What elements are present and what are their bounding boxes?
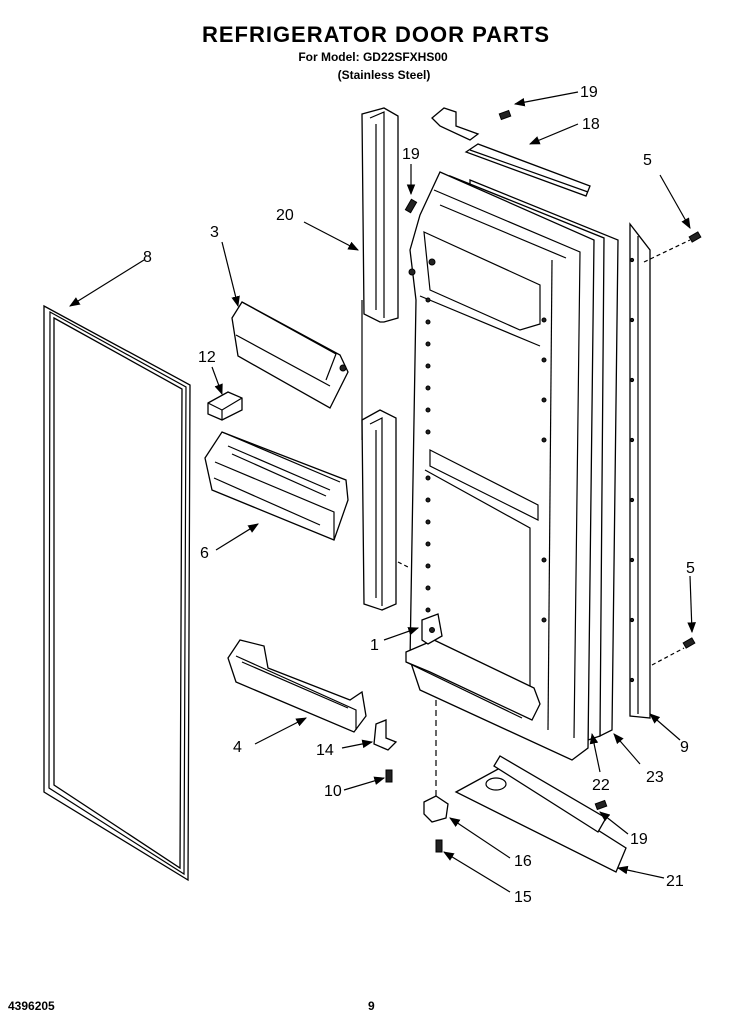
callout-23: 23 <box>646 769 664 786</box>
screw-icon <box>682 637 696 649</box>
hinge-pin <box>373 719 398 751</box>
bottom-hinge-bracket <box>454 755 627 873</box>
leader-lines <box>69 91 696 893</box>
lower-door-shelf <box>227 639 367 733</box>
callout-15: 15 <box>514 889 532 906</box>
callout-8: 8 <box>143 249 152 266</box>
screw-icon <box>688 231 702 243</box>
shelf-cover <box>231 301 349 409</box>
liner-mount-holes <box>425 297 547 623</box>
page-number: 9 <box>368 999 375 1013</box>
diagram-title: REFRIGERATOR DOOR PARTS <box>201 22 551 47</box>
callout-18: 18 <box>582 116 600 133</box>
callout-labels: 19 18 19 5 20 3 8 12 6 5 1 4 14 9 23 22 … <box>143 84 695 906</box>
door-trim-strip <box>361 107 399 611</box>
door-bin <box>204 431 349 541</box>
callout-19-bottom: 19 <box>630 831 648 848</box>
screw-icon <box>498 109 512 121</box>
callout-1: 1 <box>370 637 379 654</box>
callout-19-top: 19 <box>580 84 598 101</box>
callout-6: 6 <box>200 545 209 562</box>
door-handle-trim <box>629 222 651 719</box>
callout-5-bottom: 5 <box>686 560 695 577</box>
callout-19-left: 19 <box>402 146 420 163</box>
callout-16: 16 <box>514 853 532 870</box>
document-number: 4396205 <box>8 999 55 1013</box>
callout-22: 22 <box>592 777 610 794</box>
model-number: For Model: GD22SFXHS00 <box>298 50 448 64</box>
callout-14: 14 <box>316 742 334 759</box>
screw-icon <box>594 799 608 811</box>
screw-icon <box>385 769 393 783</box>
callout-3: 3 <box>210 224 219 241</box>
callout-21: 21 <box>666 873 684 890</box>
door-top-cap <box>464 143 591 197</box>
retainer-clip <box>207 391 243 421</box>
screw-icon <box>435 839 443 853</box>
top-hinge-bracket <box>431 107 480 141</box>
callout-4: 4 <box>233 739 242 756</box>
door-gasket <box>43 304 191 882</box>
hinge-bushing <box>423 795 449 823</box>
callout-10: 10 <box>324 783 342 800</box>
callout-20: 20 <box>276 207 294 224</box>
screw-icons <box>385 109 702 853</box>
model-variant: (Stainless Steel) <box>337 68 431 82</box>
callout-12: 12 <box>198 349 216 366</box>
screw-icon <box>404 198 418 214</box>
callout-5-top: 5 <box>643 152 652 169</box>
door-liner <box>405 171 595 761</box>
callout-9: 9 <box>680 739 689 756</box>
